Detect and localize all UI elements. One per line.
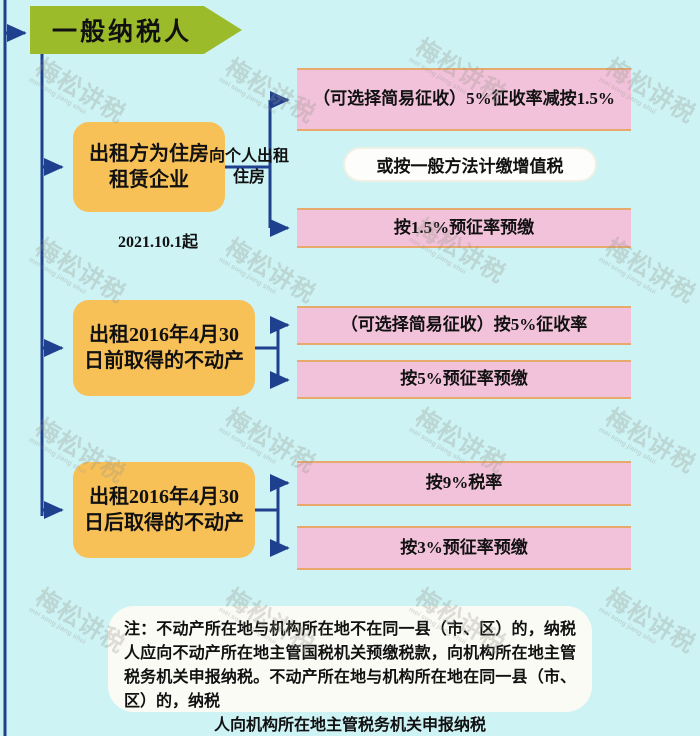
category-box-property-before-20160430[interactable]: 出租2016年4月30日前取得的不动产 <box>73 300 255 396</box>
outcome-label: 按9%税率 <box>425 473 503 493</box>
outcome-label: 按1.5%预征率预缴 <box>393 217 535 237</box>
category-box-property-after-20160430[interactable]: 出租2016年4月30日后取得的不动产 <box>73 462 255 558</box>
outcome-box-2-2[interactable]: 按5%预征率预缴 <box>297 360 631 399</box>
header-banner-general-taxpayer: 一般纳税人 <box>30 6 242 54</box>
outcome-box-3-1[interactable]: 按9%税率 <box>297 461 631 506</box>
banner-label: 一般纳税人 <box>52 19 193 46</box>
outcome-box-1-1[interactable]: （可选择简易征收）5%征收率减按1.5% <box>297 68 631 131</box>
outcome-alt-general-method[interactable]: 或按一般方法计缴增值税 <box>343 147 597 182</box>
category-box-housing-rental-enterprise[interactable]: 出租方为住房租赁企业 <box>73 122 225 212</box>
category-label: 出租2016年4月30日后取得的不动产 <box>84 485 244 534</box>
effective-date-note: 2021.10.1起 <box>117 234 198 251</box>
outcome-label: （可选择简易征收）按5%征收率 <box>340 315 588 335</box>
outcome-box-1-2[interactable]: 按1.5%预征率预缴 <box>297 208 631 248</box>
outcome-alt-label: 或按一般方法计缴增值税 <box>376 157 564 176</box>
outcome-label: 按3%预征率预缴 <box>400 537 528 557</box>
outcome-box-3-2[interactable]: 按3%预征率预缴 <box>297 526 631 570</box>
outcome-label: 按5%预征率预缴 <box>400 369 528 389</box>
footnote-box: 注：不动产所在地与机构所在地不在同一县（市、区）的，纳税人应向不动产所在地主管国… <box>108 606 592 734</box>
edge-label-rent-to-individual: 向个人出租住房 <box>208 148 289 187</box>
outcome-box-2-1[interactable]: （可选择简易征收）按5%征收率 <box>297 306 631 345</box>
outcome-label: （可选择简易征收）5%征收率减按1.5% <box>313 89 615 109</box>
category-label: 出租2016年4月30日前取得的不动产 <box>84 323 244 372</box>
footnote-last-line: 人向机构所在地主管税务机关申报纳税 <box>213 717 486 734</box>
footnote-main: 注：不动产所在地与机构所在地不在同一县（市、区）的，纳税人应向不动产所在地主管国… <box>124 621 576 710</box>
category-label: 出租方为住房租赁企业 <box>89 142 209 191</box>
